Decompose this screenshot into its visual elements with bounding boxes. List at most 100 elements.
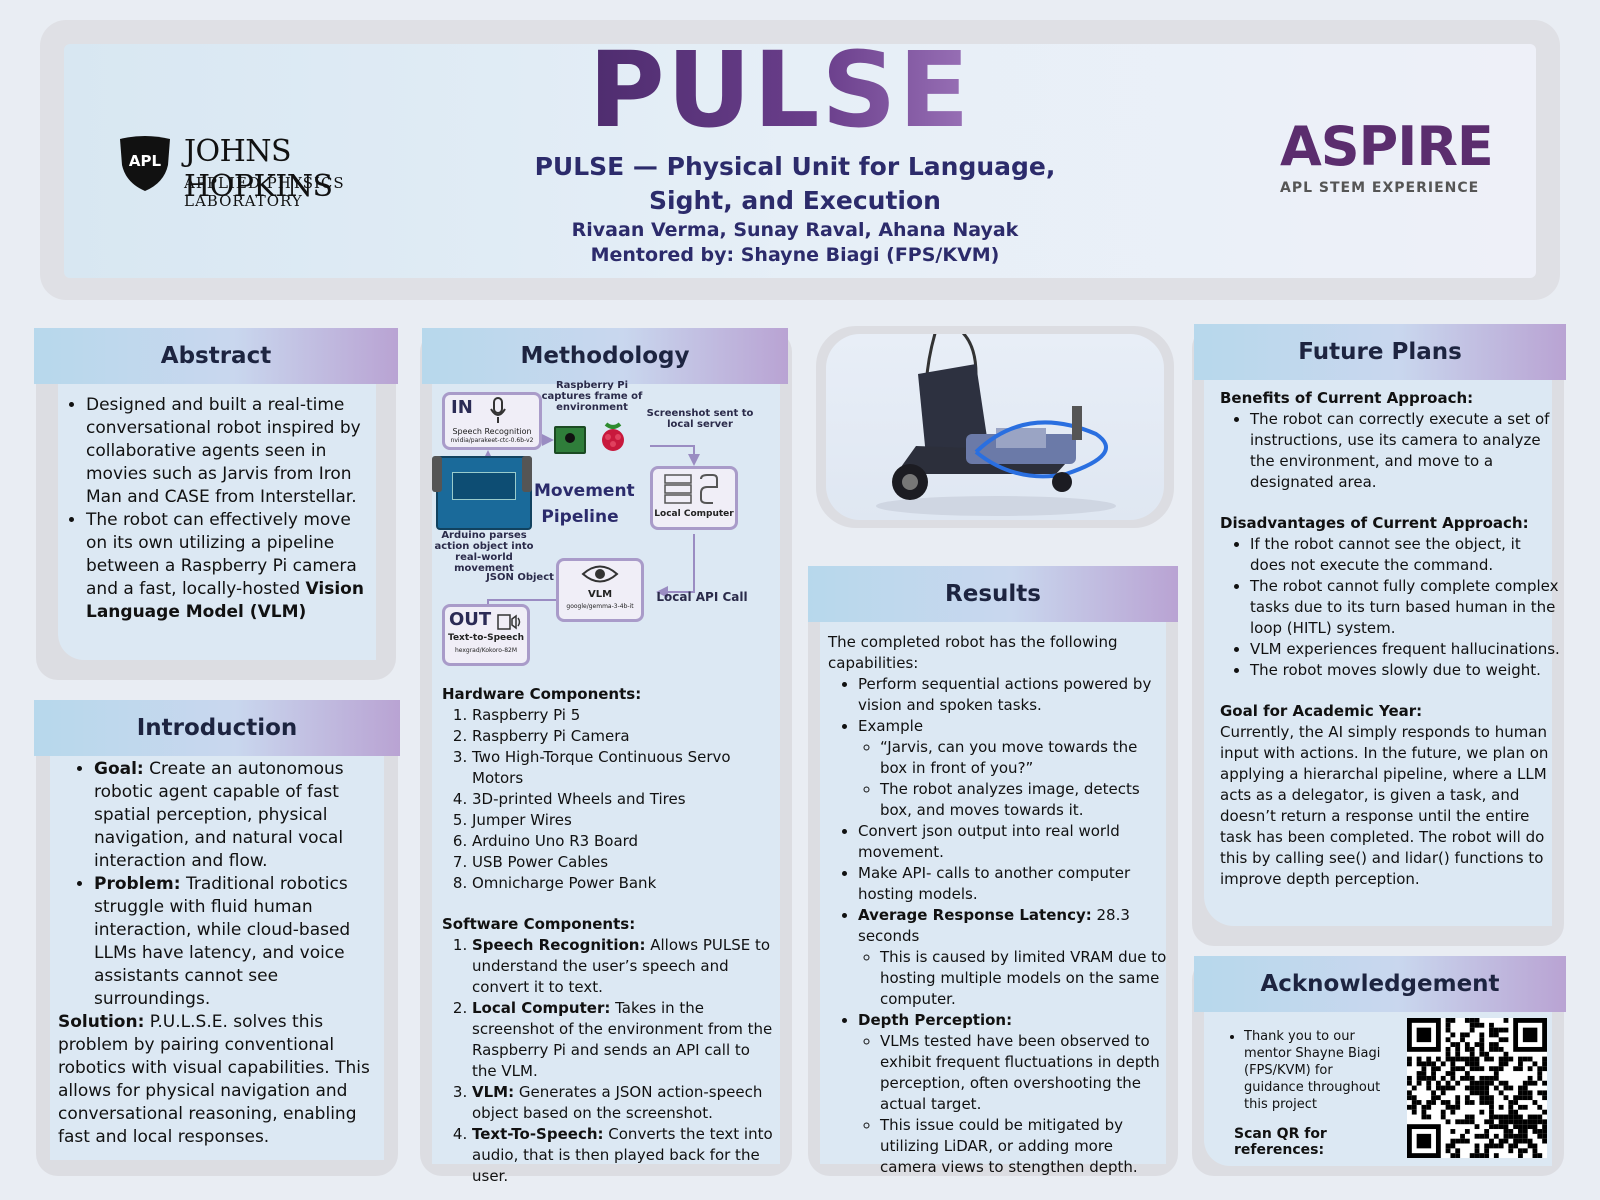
hardware-item: Two High-Torque Continuous Servo Motors [472, 747, 778, 789]
benefits-list: The robot can correctly execute a set of… [1220, 409, 1560, 493]
hardware-heading: Hardware Components: [442, 685, 642, 703]
hardware-item: Jumper Wires [472, 810, 778, 831]
json-object-label: JSON Object [486, 572, 554, 583]
results-item: Average Response Latency: 28.3 seconds T… [858, 905, 1168, 1010]
results-item: Depth Perception: VLMs tested have been … [858, 1010, 1168, 1178]
future-body-bg [1204, 380, 1552, 926]
raspberry-pi-icon [602, 422, 624, 451]
svg-text:APL: APL [129, 152, 162, 170]
jhu-apl-logo: APL JOHNS HOPKINS APPLIED PHYSICS LABORA… [118, 132, 438, 210]
hardware-item: Raspberry Pi 5 [472, 705, 778, 726]
server-python-icon [664, 474, 718, 504]
arduino-board-icon [436, 456, 532, 530]
abstract-body-bg [58, 384, 376, 660]
header-banner [64, 44, 1536, 278]
abstract-bullet: Designed and built a real-time conversat… [86, 394, 372, 509]
authors: Rivaan Verma, Sunay Raval, Ahana Nayak [571, 219, 1019, 241]
pi-caption: Raspberry Pi captures frame of environme… [541, 380, 643, 413]
local-api-label: Local API Call [656, 590, 748, 604]
introduction-heading: Introduction [34, 700, 400, 756]
intro-goal: Goal: Create an autonomous robotic agent… [94, 758, 380, 873]
software-list: Speech Recognition: Allows PULSE to unde… [442, 935, 778, 1187]
aspire-name: ASPIRE [1280, 115, 1494, 178]
aspire-logo: ASPIRE APL STEM EXPERIENCE [1280, 115, 1520, 197]
speech-model: nvidia/parakeet-ctc-0.6b-v2 [450, 437, 534, 444]
poster-subtitle: PULSE — Physical Unit for Language, Sigh… [534, 152, 1056, 215]
input-speech-box: IN Speech Recognition nvidia/parakeet-ct… [442, 392, 542, 450]
wheel-icon [432, 456, 442, 492]
pipeline-diagram: IN Speech Recognition nvidia/parakeet-ct… [432, 380, 782, 682]
results-subitem: VLMs tested have been observed to exhibi… [880, 1031, 1168, 1115]
results-subitem: This is caused by limited VRAM due to ho… [880, 947, 1168, 1010]
hardware-list: Raspberry Pi 5Raspberry Pi CameraTwo Hig… [442, 705, 778, 894]
eye-icon [581, 565, 619, 583]
results-subitem: “Jarvis, can you move towards the box in… [880, 737, 1168, 779]
hardware-item: Arduino Uno R3 Board [472, 831, 778, 852]
speaker-icon [497, 614, 521, 630]
disadvantage-item: If the robot cannot see the object, it d… [1250, 534, 1560, 576]
qr-label: Scan QR for references: [1234, 1126, 1327, 1158]
results-body-bg [820, 622, 1166, 1164]
output-tts-box: OUT Text-to-Speech hexgrad/Kokoro-82M [442, 604, 530, 666]
disadvantage-item: The robot cannot fully complete complex … [1250, 576, 1560, 639]
vlm-model: google/gemma-3-4b-it [566, 603, 634, 610]
apl-shield-icon: APL [120, 136, 170, 191]
goal-text: Currently, the AI simply responds to hum… [1220, 723, 1549, 888]
qr-code-icon[interactable] [1407, 1018, 1547, 1158]
results-item: Perform sequential actions powered by vi… [858, 674, 1168, 716]
methodology-lists: Hardware Components: Raspberry Pi 5Raspb… [442, 684, 778, 1187]
hardware-item: Omnicharge Power Bank [472, 873, 778, 894]
screenshot-caption: Screenshot sent to local server [646, 408, 754, 430]
results-item: Convert json output into real world move… [858, 821, 1168, 863]
disadvantage-item: The robot moves slowly due to weight. [1250, 660, 1560, 681]
software-item: Local Computer: Takes in the screenshot … [472, 998, 778, 1082]
software-item: Text-To-Speech: Converts the text into a… [472, 1124, 778, 1187]
disadvantages-list: If the robot cannot see the object, it d… [1220, 534, 1560, 681]
results-intro: The completed robot has the following ca… [828, 633, 1118, 672]
speech-label: Speech Recognition [452, 427, 532, 436]
vlm-label: VLM [587, 589, 613, 600]
introduction-text: Goal: Create an autonomous robotic agent… [58, 758, 380, 1149]
software-heading: Software Components: [442, 915, 636, 933]
results-text: The completed robot has the following ca… [828, 632, 1168, 1178]
future-text: Benefits of Current Approach: The robot … [1220, 388, 1560, 890]
camera-board-icon [554, 426, 586, 454]
introduction-body-bg [50, 756, 384, 1160]
tts-label: Text-to-Speech [448, 633, 524, 643]
robot-illustration [876, 328, 1116, 516]
results-item: Make API- calls to another computer host… [858, 863, 1168, 905]
hardware-item: 3D-printed Wheels and Tires [472, 789, 778, 810]
abstract-bullet: The robot can effectively move on its ow… [86, 509, 372, 624]
benefits-heading: Benefits of Current Approach: [1220, 389, 1474, 407]
intro-solution: Solution: P.U.L.S.E. solves this problem… [58, 1012, 370, 1147]
aspire-subtitle: APL STEM EXPERIENCE [1280, 180, 1480, 196]
results-heading: Results [808, 566, 1178, 622]
poster-title: PULSE [560, 38, 1000, 142]
authors-block: Rivaan Verma, Sunay Raval, Ahana Nayak M… [495, 218, 1095, 268]
disadvantages-heading: Disadvantages of Current Approach: [1220, 514, 1529, 532]
hardware-item: Raspberry Pi Camera [472, 726, 778, 747]
results-subitem: This issue could be mitigated by utilizi… [880, 1115, 1168, 1178]
methodology-heading: Methodology [422, 328, 788, 384]
future-heading: Future Plans [1194, 324, 1566, 380]
goal-heading: Goal for Academic Year: [1220, 702, 1423, 720]
arduino-caption: Arduino parses action object into real-w… [434, 530, 534, 574]
microphone-icon [490, 397, 506, 423]
abstract-text: Designed and built a real-time conversat… [64, 394, 372, 624]
hardware-item: USB Power Cables [472, 852, 778, 873]
tts-model: hexgrad/Kokoro-82M [454, 647, 518, 654]
ack-heading: Acknowledgement [1194, 956, 1566, 1012]
disadvantage-item: VLM experiences frequent hallucinations. [1250, 639, 1560, 660]
jhu-subtitle: APPLIED PHYSICS LABORATORY [184, 174, 345, 210]
out-label: OUT [449, 609, 492, 630]
mentor: Mentored by: Shayne Biagi (FPS/KVM) [590, 244, 1000, 266]
in-label: IN [451, 397, 473, 418]
abstract-heading: Abstract [34, 328, 398, 384]
benefit-item: The robot can correctly execute a set of… [1250, 409, 1560, 493]
software-item: VLM: Generates a JSON action-speech obje… [472, 1082, 778, 1124]
wheel-icon [522, 456, 532, 492]
software-item: Speech Recognition: Allows PULSE to unde… [472, 935, 778, 998]
ack-text: Thank you to our mentor Shayne Biagi (FP… [1226, 1028, 1388, 1113]
vlm-box: VLM google/gemma-3-4b-it [556, 558, 644, 622]
